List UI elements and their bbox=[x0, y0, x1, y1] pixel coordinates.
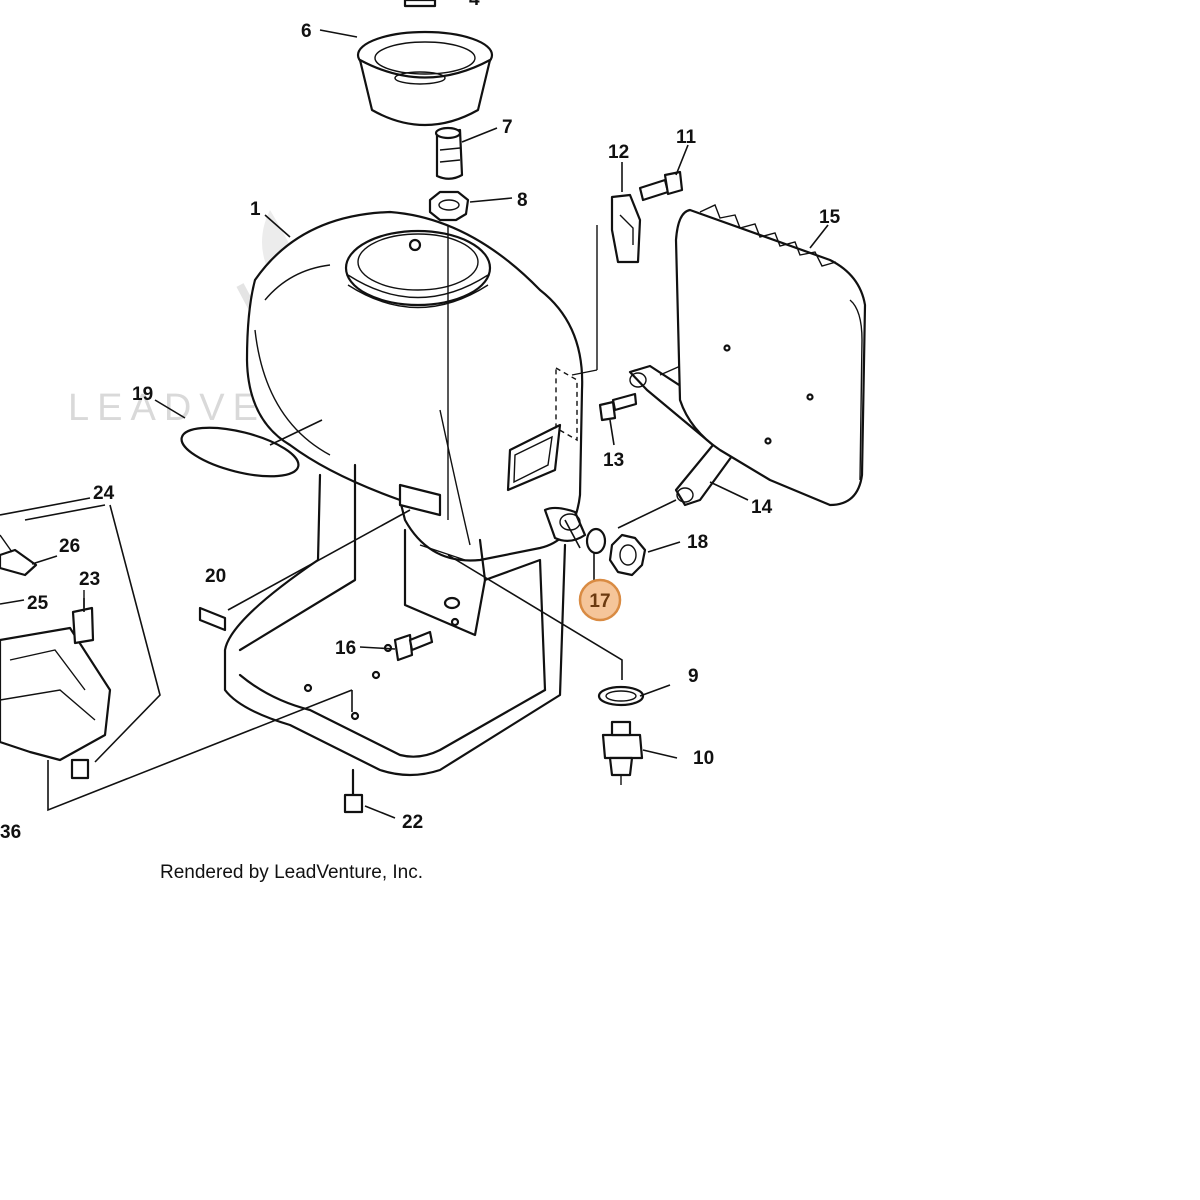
gasket-9-part bbox=[597, 685, 645, 707]
callout-19[interactable]: 19 bbox=[132, 384, 153, 405]
credit-text: Rendered by LeadVenture, Inc. bbox=[160, 862, 423, 883]
bolt-16-part bbox=[393, 630, 434, 662]
callout-22[interactable]: 22 bbox=[402, 812, 423, 833]
callout-4[interactable]: 4 bbox=[469, 0, 480, 10]
callout-36[interactable]: 36 bbox=[0, 822, 21, 843]
valve-10-part bbox=[601, 720, 644, 785]
callout-17-highlight[interactable]: 17 bbox=[578, 578, 622, 622]
strainer-basket-part bbox=[356, 0, 494, 126]
bolt-13-part bbox=[598, 392, 638, 422]
callout-9[interactable]: 9 bbox=[688, 666, 699, 687]
tank-part bbox=[245, 210, 587, 562]
callout-16[interactable]: 16 bbox=[335, 638, 356, 659]
o-ring-part bbox=[585, 527, 607, 555]
callout-17[interactable]: 17 bbox=[589, 591, 610, 612]
callout-24[interactable]: 24 bbox=[93, 483, 115, 504]
callout-1[interactable]: 1 bbox=[250, 199, 261, 220]
leader-lines bbox=[0, 29, 829, 819]
knob-part bbox=[608, 533, 647, 577]
highlight-circle bbox=[578, 578, 622, 622]
bolt-11-part bbox=[638, 170, 684, 202]
callout-14[interactable]: 14 bbox=[751, 497, 773, 518]
bolt-22-part bbox=[343, 768, 364, 814]
callout-15[interactable]: 15 bbox=[819, 207, 841, 228]
filter-part bbox=[434, 126, 464, 180]
lid-part bbox=[674, 204, 867, 507]
label-part bbox=[198, 606, 227, 632]
callout-13[interactable]: 13 bbox=[603, 450, 624, 471]
callout-25[interactable]: 25 bbox=[27, 593, 49, 614]
callout-labels: 4 6 7 8 1 11 12 15 19 13 14 18 24 26 20 … bbox=[0, 0, 841, 843]
side-bracket-part bbox=[0, 534, 112, 780]
bracket-part bbox=[571, 193, 642, 376]
callout-18[interactable]: 18 bbox=[687, 532, 708, 553]
nut-part bbox=[428, 190, 470, 222]
callout-11[interactable]: 11 bbox=[676, 127, 697, 148]
callout-7[interactable]: 7 bbox=[502, 117, 513, 138]
callout-23[interactable]: 23 bbox=[79, 569, 100, 590]
callout-8[interactable]: 8 bbox=[517, 190, 528, 211]
pad-part bbox=[180, 426, 300, 478]
callout-10[interactable]: 10 bbox=[693, 748, 714, 769]
callout-12[interactable]: 12 bbox=[608, 142, 629, 163]
callout-26[interactable]: 26 bbox=[59, 536, 80, 557]
callout-20[interactable]: 20 bbox=[205, 566, 226, 587]
callout-6[interactable]: 6 bbox=[301, 21, 312, 42]
